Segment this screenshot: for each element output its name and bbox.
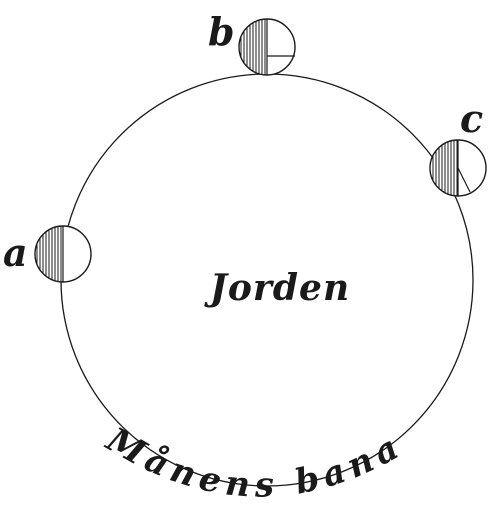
orbit-label: Månens bana: [99, 419, 411, 505]
moon-c-label: c: [460, 96, 483, 141]
moon-c: [429, 139, 487, 197]
moon-b: [238, 18, 296, 76]
moon-a-label: a: [3, 230, 28, 275]
moon-a: [34, 225, 92, 283]
moon-b-label: b: [208, 9, 235, 54]
earth-label: Jorden: [204, 267, 350, 309]
orbit-label-path: Månens bana: [99, 419, 405, 505]
